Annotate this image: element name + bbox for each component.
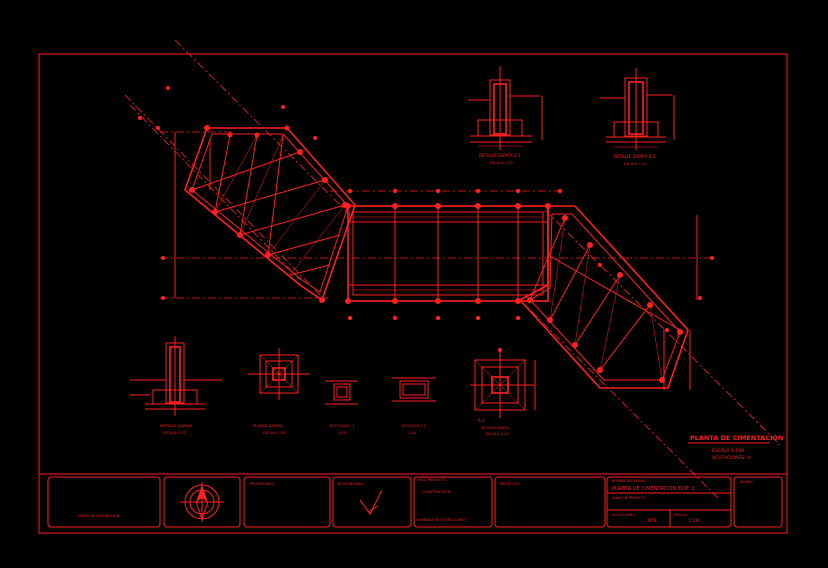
title-box-3-label: PROPIETARIO: [250, 482, 274, 486]
title-box-7-sub: CLAVE DE PROYECTO [612, 496, 646, 500]
foundation-plan: PLANTA DE CIMENTACIÓN ESCALA 1:100 ACOTA… [124, 39, 783, 501]
detail-bottom-2-title: PLANTA ZAPATA [253, 423, 283, 428]
detail-bottom-1-title: DETALLE ZAPATA [160, 423, 192, 428]
detail-bottom-2: PLANTA ZAPATA ESCALA 1:20 [248, 348, 310, 435]
detail-top-2-title: DETALLE ZAPATA Z-2 [614, 154, 656, 159]
detail-bottom-5: A-1 PLANTA DADO ESCALA 1:20 [470, 348, 536, 436]
plan-title: PLANTA DE CIMENTACIÓN [690, 433, 783, 442]
title-box-1-label: FIRMA DE APROBACIÓN [78, 513, 120, 518]
detail-bottom-1-scale: ESCALA 1:20 [163, 431, 186, 435]
title-box-5 [413, 476, 493, 528]
north-arrow-icon [180, 482, 224, 522]
title-block: FIRMA DE APROBACIÓN PROPIETARIO: RESPONS… [47, 476, 783, 528]
plan-subtitle-2: ACOTACIONES: m [712, 455, 752, 461]
detail-bottom-4: SECCIÓN T-1 1:10 [392, 377, 436, 435]
sheet-border [38, 53, 788, 475]
detail-top-1-title: DETALLE ZAPATA Z-1 [479, 153, 521, 158]
title-box-2 [163, 476, 241, 528]
title-box-4 [332, 476, 412, 528]
detail-bottom-3: SECCIÓN C-1 1:10 [325, 380, 358, 435]
detail-bottom-4-title: SECCIÓN T-1 [402, 423, 427, 428]
title-box-5-label: REQ. PROYECTO [418, 478, 447, 482]
detail-bottom-5-scale: ESCALA 1:20 [486, 432, 509, 436]
title-box-7-label: NOMBRE DEL PLANO: [612, 479, 646, 483]
plan-subtitle-1: ESCALA 1:100 [712, 448, 744, 454]
title-box-4-label: RESPONSABLE: [338, 482, 365, 486]
sheet-border-outer [38, 473, 788, 534]
title-box-7-esc-label: ESCALA: [674, 513, 688, 517]
detail-bottom-5-label: A-1 [478, 418, 485, 423]
title-box-6 [494, 476, 606, 528]
title-box-8-label: PLANO: [740, 480, 753, 484]
title-box-3 [243, 476, 331, 528]
title-box-7-scale-value: MTS [648, 518, 657, 523]
title-box-5-value: CONSTRUCCIÓN [422, 489, 451, 494]
title-box-5-footer: CIMENTACIÓN Y ESTRUCTURAS [416, 517, 466, 522]
title-box-7-scale-label: ACOTACIONES: [612, 513, 636, 517]
title-box-7-value: PLANTA DE CIMENTACIÓN EDIF. C [612, 485, 695, 492]
detail-bottom-2-scale: ESCALA 1:20 [263, 431, 286, 435]
detail-bottom-4-scale: 1:10 [408, 431, 416, 435]
detail-top-2: DETALLE ZAPATA Z-2 ESCALA 1:20 [600, 68, 675, 166]
title-box-1 [47, 476, 161, 528]
detail-top-2-scale: ESCALA 1:20 [624, 162, 647, 166]
detail-bottom-5-title: PLANTA DADO [482, 425, 509, 430]
detail-bottom-3-scale: 1:10 [338, 431, 346, 435]
title-box-7 [606, 476, 732, 528]
detail-top-1-scale: ESCALA 1:20 [490, 161, 513, 165]
title-box-7-esc-value: 1:100 [688, 518, 700, 523]
title-box-6-label: PROYECTÓ: [500, 481, 520, 486]
title-box-8 [733, 476, 783, 528]
signature-mark [359, 489, 383, 515]
detail-bottom-1: DETALLE ZAPATA ESCALA 1:20 [130, 336, 222, 435]
detail-bottom-3-title: SECCIÓN C-1 [330, 423, 355, 428]
detail-top-1: DETALLE ZAPATA Z-1 ESCALA 1:20 [468, 66, 543, 165]
